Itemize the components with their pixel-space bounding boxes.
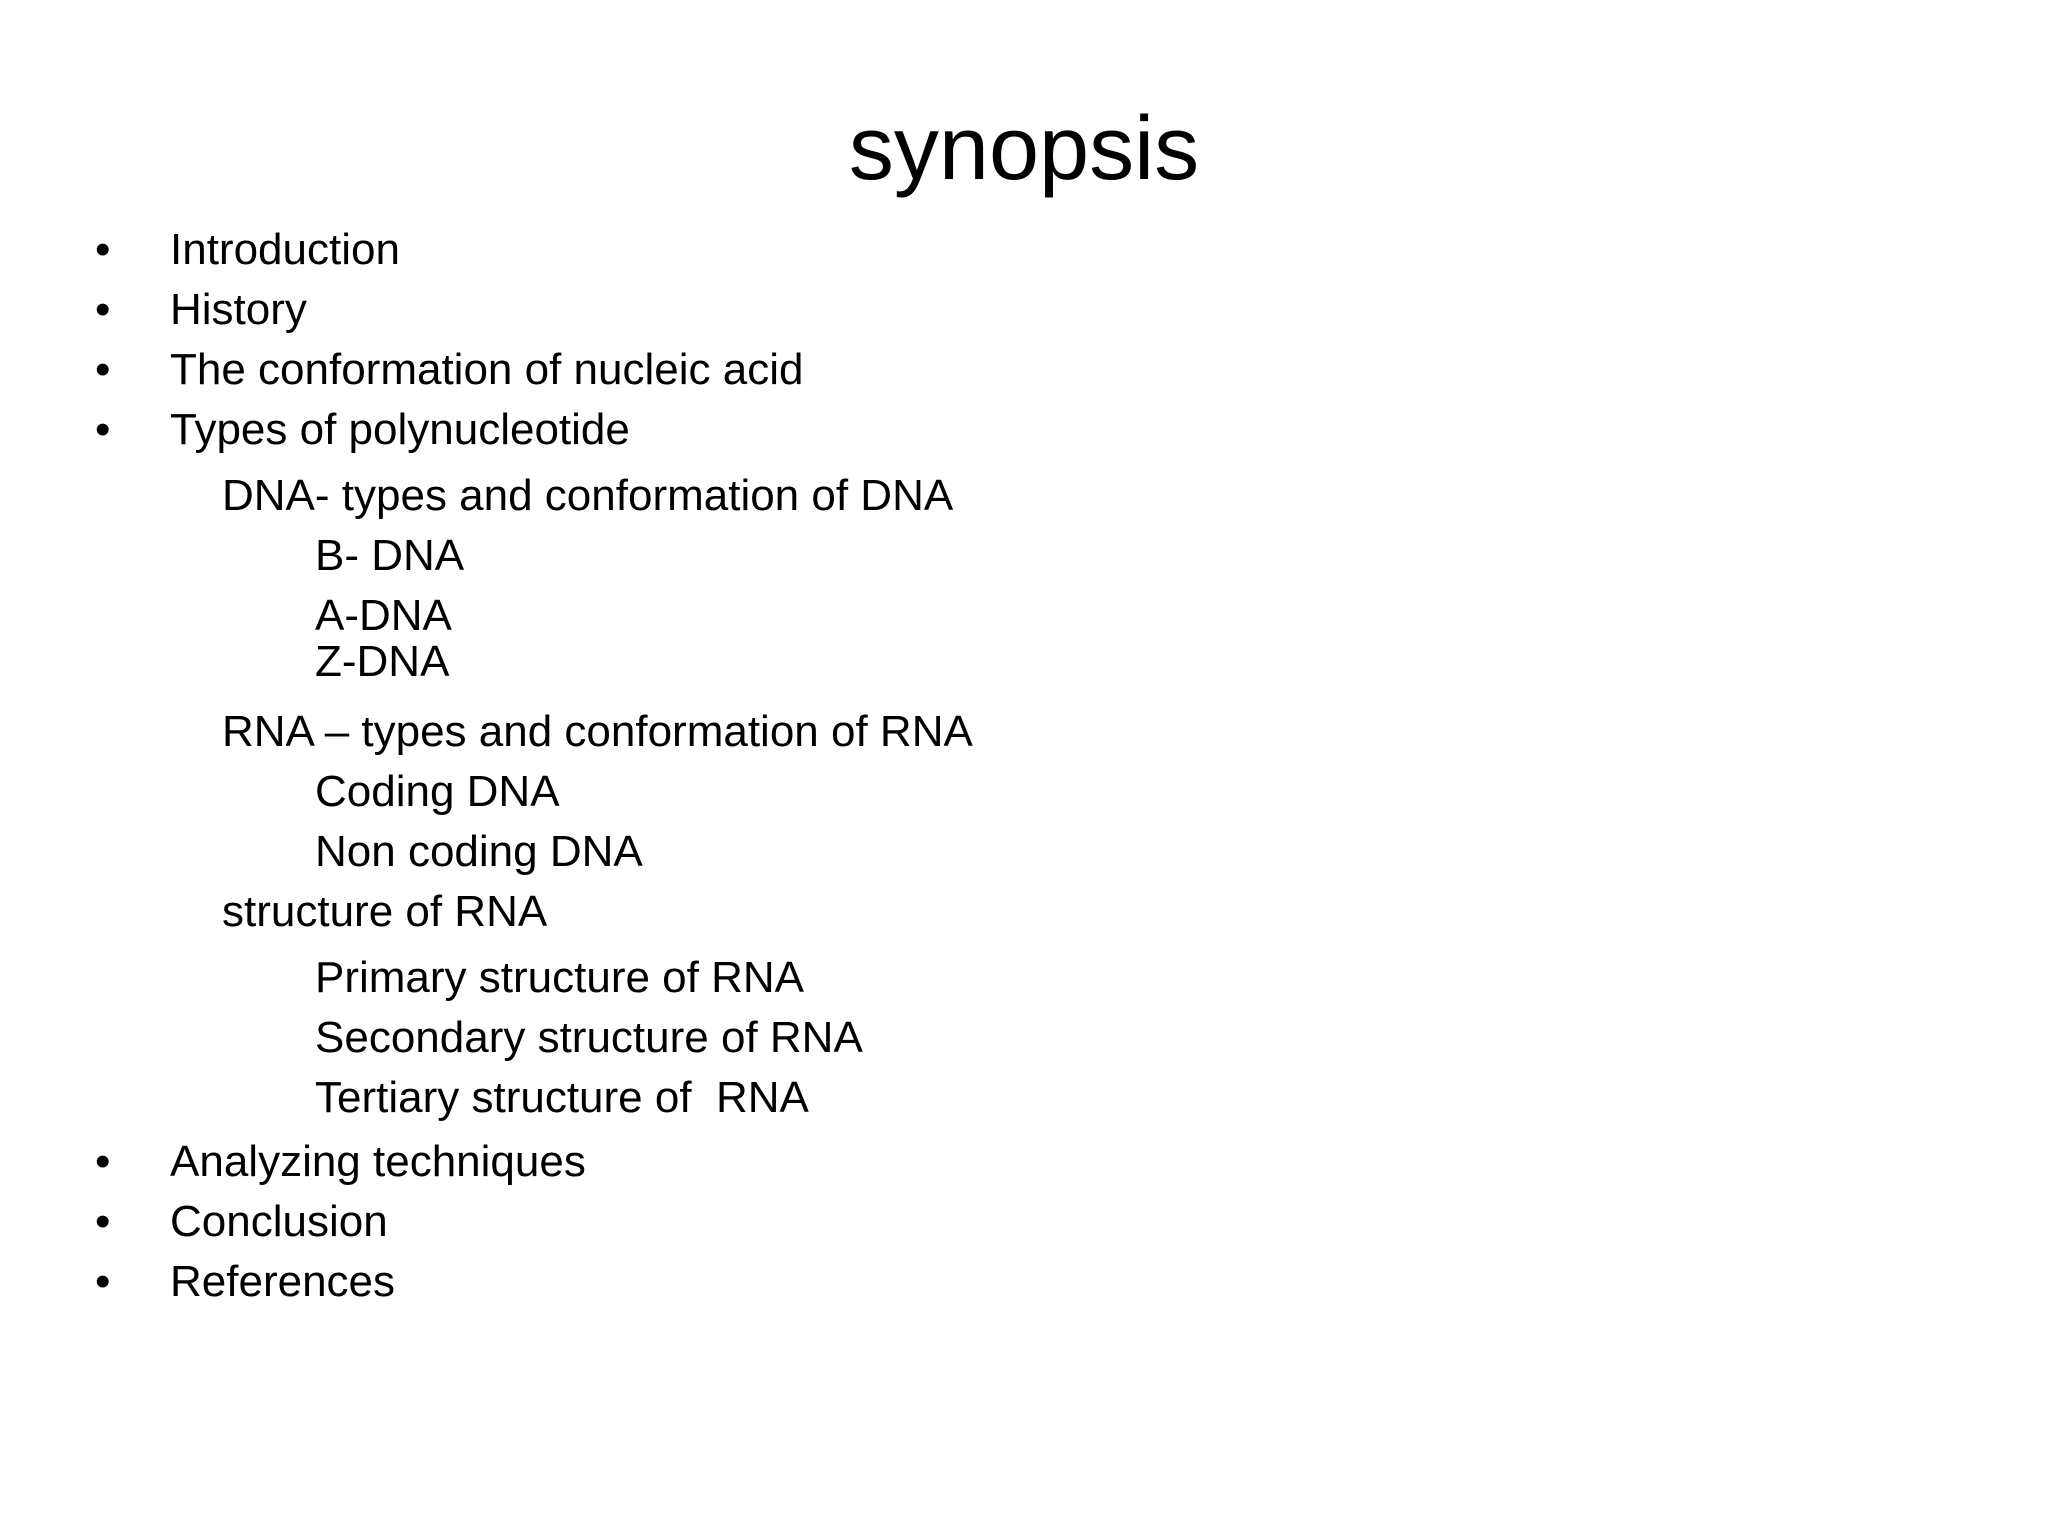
bullet-marker: • <box>95 1137 111 1186</box>
outline-item: Secondary structure of RNA <box>0 1008 2048 1068</box>
outline-item-text: Primary structure of RNA <box>315 953 804 1002</box>
outline-item: • Introduction <box>0 220 2048 280</box>
outline-item: • References <box>0 1252 2048 1312</box>
outline-item-text: Coding DNA <box>315 767 560 816</box>
outline-item: • Conclusion <box>0 1192 2048 1252</box>
outline-item: A-DNA <box>0 586 2048 646</box>
outline-item: Non coding DNA <box>0 822 2048 882</box>
outline-item-text: Secondary structure of RNA <box>315 1013 863 1062</box>
outline-item-text: The conformation of nucleic acid <box>170 345 804 394</box>
outline-item: Z-DNA <box>0 632 2048 692</box>
outline-item-text: A-DNA <box>315 591 452 640</box>
outline-item-text: Non coding DNA <box>315 827 643 876</box>
outline-item-text: Analyzing techniques <box>170 1137 586 1186</box>
outline-item: Coding DNA <box>0 762 2048 822</box>
outline-item: • Types of polynucleotide <box>0 400 2048 460</box>
outline-item-text: History <box>170 285 307 334</box>
bullet-marker: • <box>95 405 111 454</box>
bullet-marker: • <box>95 225 111 274</box>
outline-item-text: Introduction <box>170 225 400 274</box>
outline-item: B- DNA <box>0 526 2048 586</box>
outline-item-text: Types of polynucleotide <box>170 405 630 454</box>
bullet-marker: • <box>95 285 111 334</box>
outline-item: • The conformation of nucleic acid <box>0 340 2048 400</box>
outline-item: • Analyzing techniques <box>0 1132 2048 1192</box>
bullet-marker: • <box>95 1197 111 1246</box>
outline-item: Primary structure of RNA <box>0 948 2048 1008</box>
bullet-marker: • <box>95 345 111 394</box>
outline-item: • History <box>0 280 2048 340</box>
outline-item: structure of RNA <box>0 882 2048 942</box>
bullet-marker: • <box>95 1257 111 1306</box>
outline-item-text: References <box>170 1257 396 1306</box>
slide-title: synopsis <box>848 99 1200 199</box>
outline-item-text: Z-DNA <box>315 637 450 686</box>
outline-item-text: structure of RNA <box>222 887 548 936</box>
outline-item: DNA- types and conformation of DNA <box>0 466 2048 526</box>
outline-item-text: RNA – types and conformation of RNA <box>222 707 973 756</box>
outline-item: Tertiary structure of RNA <box>0 1068 2048 1128</box>
outline-item-text: Tertiary structure of RNA <box>315 1073 809 1122</box>
outline-item-text: B- DNA <box>315 531 465 580</box>
outline-list: • Introduction • History • The conformation o… <box>0 220 2048 1312</box>
outline-item-text: DNA- types and conformation of DNA <box>222 471 954 520</box>
outline-item-text: Conclusion <box>170 1197 388 1246</box>
outline-item: RNA – types and conformation of RNA <box>0 702 2048 762</box>
